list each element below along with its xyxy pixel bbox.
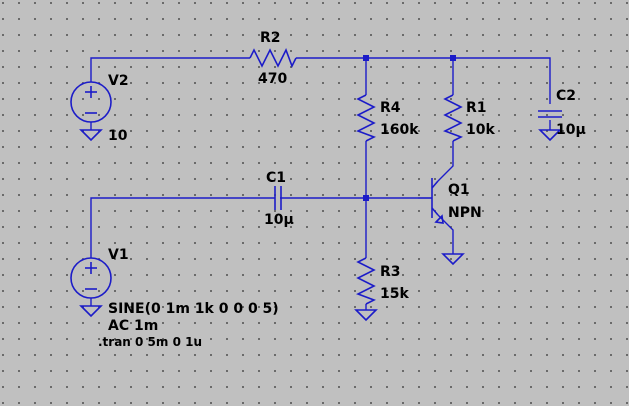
voltage-source-v1[interactable] bbox=[70, 257, 112, 299]
wire-top-rail[interactable] bbox=[296, 57, 551, 104]
c1-name-label: C1 bbox=[266, 170, 286, 186]
resistor-r2[interactable] bbox=[249, 48, 297, 68]
transistor-q1[interactable] bbox=[418, 178, 444, 224]
wires bbox=[90, 57, 551, 310]
r1-value-label: 10k bbox=[466, 122, 495, 138]
wire-r1-to-collector[interactable] bbox=[437, 141, 454, 182]
spice-directive[interactable]: .tran 0 5m 0 1u bbox=[98, 335, 202, 349]
v1-name-label: V1 bbox=[108, 247, 129, 263]
junction-r4-top bbox=[363, 55, 369, 61]
q1-value-label: NPN bbox=[448, 205, 482, 221]
junction-r1-top bbox=[450, 55, 456, 61]
v1-ac-label: AC 1m bbox=[108, 318, 158, 334]
r3-value-label: 15k bbox=[380, 286, 409, 302]
ground-q1-emitter bbox=[441, 253, 465, 266]
capacitor-c2[interactable] bbox=[538, 110, 562, 118]
ground-c2 bbox=[538, 129, 562, 142]
resistor-r4[interactable] bbox=[356, 94, 376, 142]
capacitor-c1[interactable] bbox=[274, 186, 282, 210]
v2-name-label: V2 bbox=[108, 73, 129, 89]
q1-name-label: Q1 bbox=[448, 182, 470, 198]
ground-v1 bbox=[79, 305, 103, 318]
resistor-r3[interactable] bbox=[356, 257, 376, 305]
r2-name-label: R2 bbox=[260, 30, 281, 46]
resistor-r1[interactable] bbox=[443, 94, 463, 142]
wire-v2-to-r2[interactable] bbox=[90, 57, 250, 82]
voltage-source-v2[interactable] bbox=[70, 81, 112, 123]
junction-base bbox=[363, 195, 369, 201]
ground-v2 bbox=[79, 129, 103, 142]
r3-name-label: R3 bbox=[380, 264, 401, 280]
r4-name-label: R4 bbox=[380, 100, 401, 116]
r1-name-label: R1 bbox=[466, 100, 487, 116]
c1-value-label: 10µ bbox=[264, 212, 294, 228]
v2-value-label: 10 bbox=[108, 128, 128, 144]
c2-value-label: 10µ bbox=[556, 122, 586, 138]
c2-name-label: C2 bbox=[556, 88, 576, 104]
r2-value-label: 470 bbox=[258, 71, 287, 87]
v1-value-label: SINE(0 1m 1k 0 0 0 5) bbox=[108, 301, 279, 317]
wire-v1-to-c1[interactable] bbox=[90, 197, 275, 258]
ground-r3 bbox=[354, 309, 378, 322]
r4-value-label: 160k bbox=[380, 122, 419, 138]
